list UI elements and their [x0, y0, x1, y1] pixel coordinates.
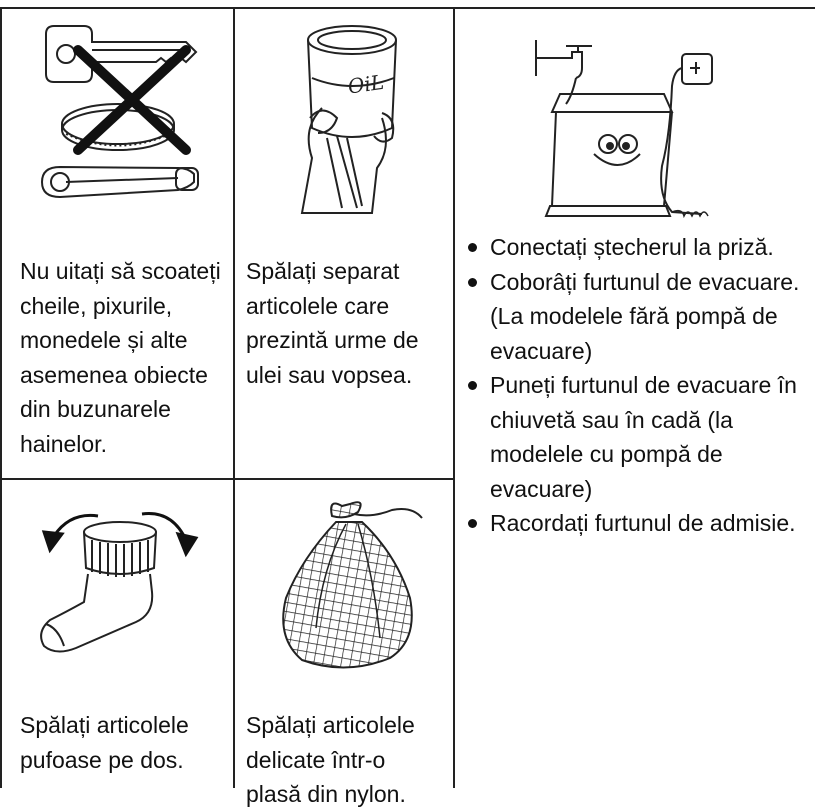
- instruction-table: Nu uitați să scoateți cheile, pixurile, …: [0, 7, 815, 807]
- sock-illustration: [36, 492, 206, 662]
- list-item: Racordați furtunul de admisie.: [462, 506, 812, 541]
- washing-machine-icon: [535, 40, 713, 219]
- cross-mark-icon: [73, 45, 191, 155]
- curved-arrow-icon: [141, 512, 199, 558]
- oil-barrel-icon: OiL: [300, 25, 397, 214]
- pocket-items-illustration: [36, 22, 206, 212]
- mesh-bag-icon: [282, 501, 423, 669]
- setup-instructions-list: Conectați ștecherul la priză. Coborâți f…: [462, 230, 812, 541]
- washing-machine-illustration: [532, 36, 732, 231]
- fluffy-items-text: Spălați articolele pufoase pe dos.: [20, 712, 189, 773]
- sock-icon: [40, 521, 157, 653]
- mesh-bag-illustration: [262, 488, 442, 678]
- safety-pin-icon: [40, 165, 199, 199]
- row-divider: [0, 478, 455, 480]
- column-divider-1: [233, 7, 235, 788]
- table-left-border: [0, 7, 2, 788]
- curved-arrow-icon: [41, 513, 99, 554]
- remove-items-text: Nu uitați să scoateți cheile, pixurile, …: [20, 258, 221, 457]
- list-item: Conectați ștecherul la priză.: [462, 230, 812, 265]
- coin-icon: [61, 103, 175, 151]
- table-top-border: [0, 7, 815, 9]
- barrel-label: OiL: [346, 70, 385, 99]
- column-divider-2: [453, 7, 455, 788]
- list-item: Puneți furtunul de evacuare în chiuvetă …: [462, 368, 812, 506]
- list-item: Coborâți furtunul de evacuare. (La model…: [462, 265, 812, 369]
- oil-barrel-illustration: OiL: [282, 18, 402, 218]
- delicate-items-text: Spălați articolele delicate într-o plasă…: [246, 712, 415, 807]
- key-icon: [45, 25, 198, 83]
- oil-stains-text: Spălați separat articolele care prezintă…: [246, 258, 419, 388]
